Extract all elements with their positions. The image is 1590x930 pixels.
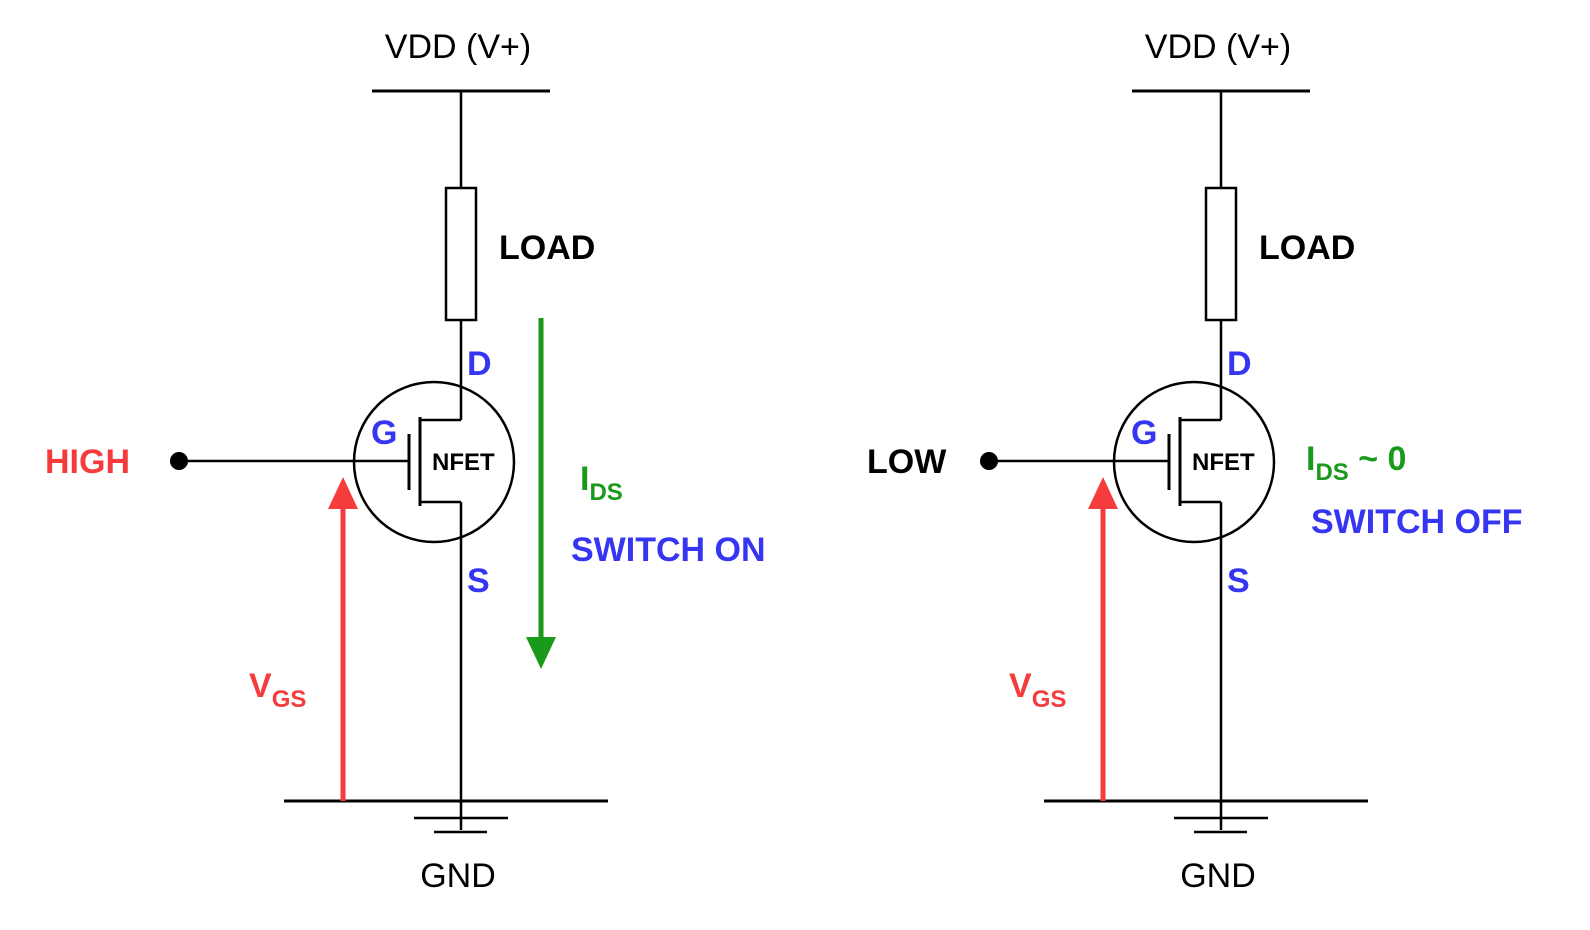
- load-label: LOAD: [499, 229, 595, 267]
- vdd-label: VDD (V+): [385, 28, 531, 66]
- load-resistor: [1204, 186, 1238, 322]
- drain-terminal-label: D: [467, 345, 492, 383]
- ids-arrow-head: [526, 637, 556, 669]
- drain-terminal-label: D: [1227, 345, 1252, 383]
- vgs-label: VGS: [249, 667, 306, 713]
- load-resistor: [444, 186, 478, 322]
- vgs-arrow-head: [328, 477, 358, 509]
- gate-terminal-label: G: [1131, 414, 1157, 452]
- gnd-label: GND: [1180, 857, 1256, 895]
- status-label: SWITCH OFF: [1311, 503, 1523, 541]
- load-label: LOAD: [1259, 229, 1355, 267]
- ids-label: IDS ~ 0: [1306, 440, 1406, 486]
- ids-label: IDS: [580, 460, 623, 506]
- circuit-switch-on: VDD (V+) LOAD D NFET G HIGH S GND: [45, 28, 766, 895]
- input-label-high: HIGH: [45, 443, 130, 481]
- circuit-switch-off: VDD (V+) LOAD D NFET G LOW S GND: [867, 28, 1523, 895]
- nfet-label: NFET: [1192, 449, 1255, 476]
- source-terminal-label: S: [467, 562, 490, 600]
- gnd-label: GND: [420, 857, 496, 895]
- source-terminal-label: S: [1227, 562, 1250, 600]
- status-label: SWITCH ON: [571, 531, 766, 569]
- vdd-label: VDD (V+): [1145, 28, 1291, 66]
- input-label-low: LOW: [867, 443, 947, 481]
- vgs-label: VGS: [1009, 667, 1066, 713]
- gate-terminal-label: G: [371, 414, 397, 452]
- vgs-arrow-head: [1088, 477, 1118, 509]
- nfet-label: NFET: [432, 449, 495, 476]
